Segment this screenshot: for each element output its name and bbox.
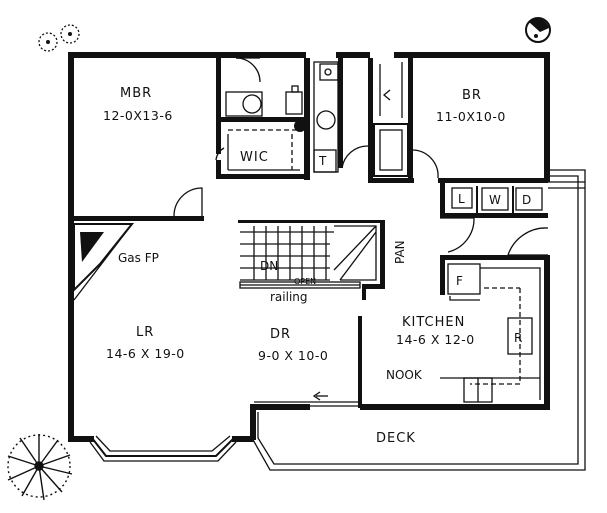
mbr-label: MBR bbox=[120, 86, 152, 101]
laundry-l-label: L bbox=[458, 192, 465, 206]
freezer-label: F bbox=[456, 274, 463, 288]
railing-label: railing bbox=[270, 290, 308, 304]
sliding-door-dr bbox=[254, 391, 360, 407]
deck-label: DECK bbox=[376, 431, 416, 446]
kitchen-dimensions: 14-6 X 12-0 bbox=[396, 332, 475, 347]
dryer-label: D bbox=[522, 193, 531, 207]
fireplace bbox=[73, 223, 135, 301]
dr-dimensions: 9-0 X 10-0 bbox=[258, 348, 328, 363]
room-labels: MBR 12-0X13-6 BR 11-0X10-0 WIC T Gas FP … bbox=[103, 86, 531, 446]
exterior-walls bbox=[68, 52, 550, 442]
gas-fp-label: Gas FP bbox=[118, 251, 159, 265]
mbr-dimensions: 12-0X13-6 bbox=[103, 108, 173, 123]
lr-dimensions: 14-6 X 19-0 bbox=[106, 346, 185, 361]
stairs bbox=[239, 225, 377, 289]
dr-label: DR bbox=[270, 327, 291, 342]
tree-bottom-left-icon bbox=[7, 434, 73, 501]
pantry-label: PAN bbox=[393, 240, 407, 264]
kitchen-label: KITCHEN bbox=[402, 315, 465, 330]
toilet-label: T bbox=[318, 154, 327, 168]
shrub-top-right-icon bbox=[525, 17, 551, 43]
washer-label: W bbox=[489, 193, 501, 207]
doors bbox=[173, 57, 549, 256]
laundry-appliances bbox=[451, 187, 543, 211]
open-label: OPEN bbox=[294, 277, 316, 286]
fridge-label: R bbox=[514, 331, 522, 345]
wic-label: WIC bbox=[240, 150, 269, 165]
wic-closet bbox=[227, 129, 300, 171]
lr-label: LR bbox=[136, 325, 154, 340]
br-label: BR bbox=[462, 88, 482, 103]
interior-walls bbox=[74, 58, 548, 408]
kitchen-counters bbox=[440, 263, 541, 403]
shrub-top-left-icon bbox=[38, 24, 80, 52]
br-dimensions: 11-0X10-0 bbox=[436, 109, 506, 124]
stair-dn-label: DN bbox=[260, 259, 278, 273]
bath-fixtures bbox=[225, 61, 409, 177]
bay-window bbox=[89, 435, 237, 462]
nook-label: NOOK bbox=[386, 368, 423, 382]
